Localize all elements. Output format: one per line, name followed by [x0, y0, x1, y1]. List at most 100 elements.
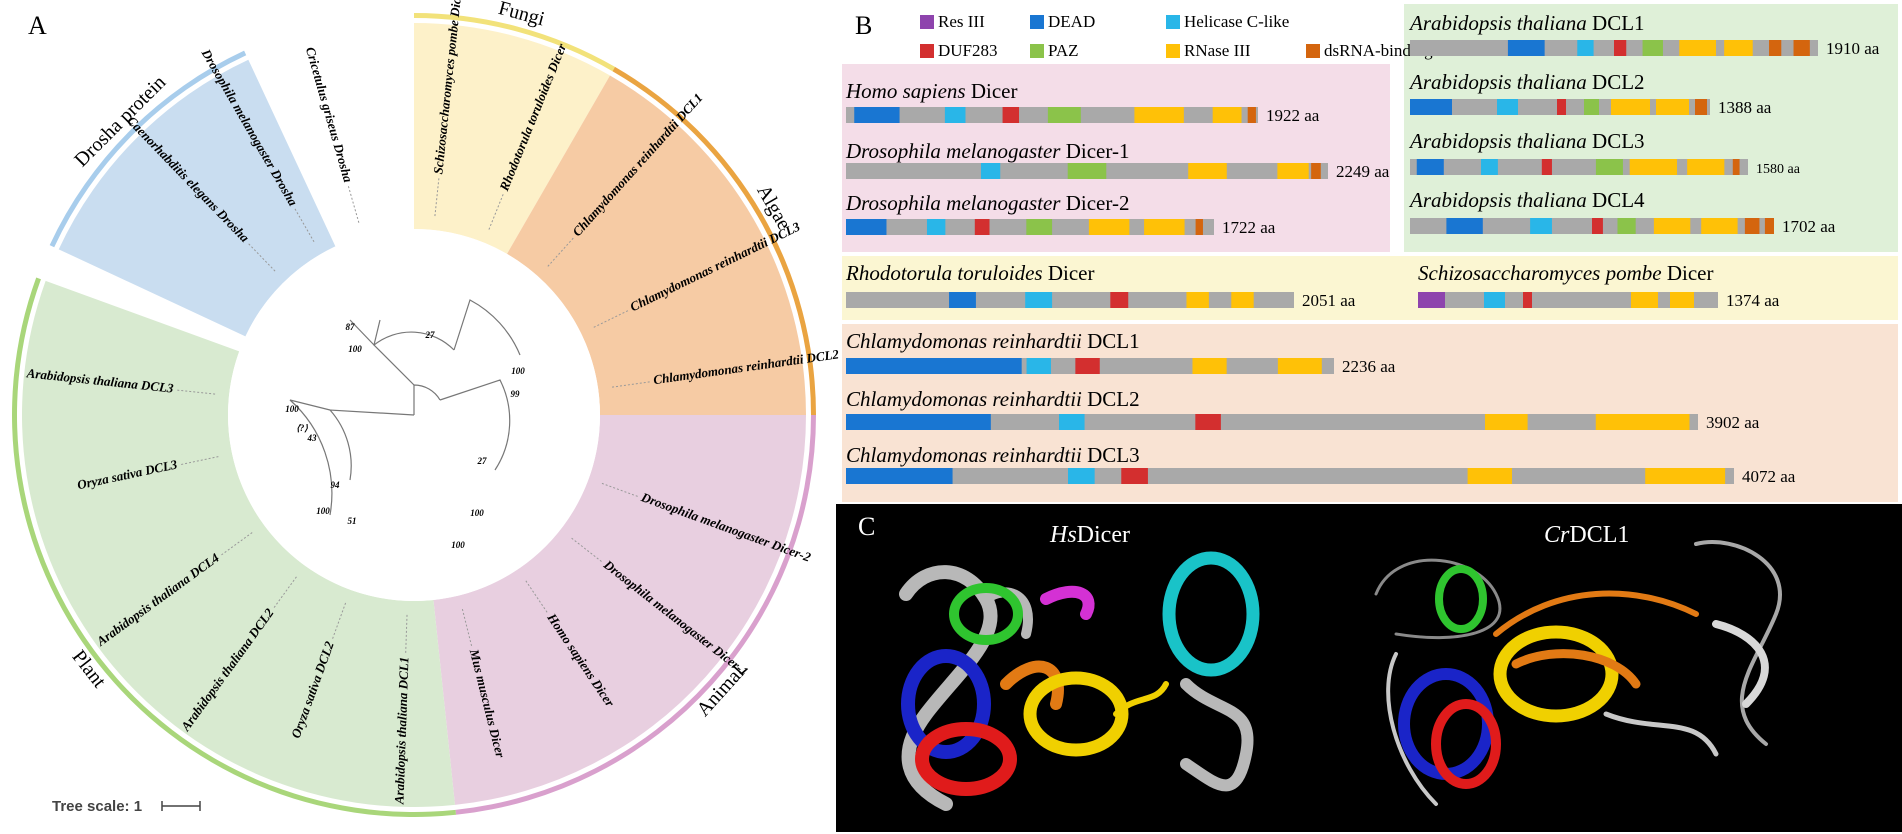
domain-dead	[846, 219, 887, 235]
domain-dead	[846, 358, 1022, 374]
crdcl1-suffix: DCL1	[1569, 522, 1630, 548]
crdcl1-title: CrDCL1	[1544, 522, 1629, 549]
panel-c-letter: C	[858, 512, 876, 541]
legend-label-paz: PAZ	[1048, 41, 1079, 60]
protein-backbone	[846, 468, 1734, 484]
domain-paz	[1584, 99, 1599, 115]
bootstrap-value: 100	[316, 506, 330, 516]
bootstrap-value: 100	[451, 540, 465, 550]
domain-paz	[1617, 218, 1636, 234]
domain-dsrna-binding	[1732, 159, 1740, 175]
bootstrap-value: 100	[511, 366, 525, 376]
domain-dsrna-binding	[1695, 99, 1707, 115]
clade-sector-fungi	[414, 23, 610, 254]
crdcl1-prefix: Cr	[1544, 522, 1570, 548]
protein-name: Homo sapiens Dicer	[845, 79, 1017, 103]
bootstrap-value: 99	[511, 389, 521, 399]
bootstrap-value: 27	[477, 456, 488, 466]
bootstrap-value: 43	[307, 433, 318, 443]
domain-rnase-iii	[1144, 219, 1185, 235]
protein-length: 2249 aa	[1336, 162, 1390, 181]
domain-helicase-c-like	[1059, 414, 1085, 430]
domain-helicase-c-like	[926, 219, 946, 235]
protein-length: 1922 aa	[1266, 106, 1320, 125]
bootstrap-value: 51	[348, 516, 357, 526]
protein-name: Arabidopsis thaliana DCL2	[1408, 70, 1645, 94]
tree-scale: Tree scale: 1	[52, 798, 201, 815]
domain-duf283	[1075, 358, 1100, 374]
domain-duf283	[974, 219, 990, 235]
domain-rnase-iii	[1701, 218, 1738, 234]
domain-rnase-iii	[1679, 40, 1716, 56]
legend-swatch-paz	[1030, 44, 1044, 58]
domain-rnase-iii	[1645, 468, 1726, 484]
domain-helicase-c-like	[1068, 468, 1095, 484]
domain-rnase-iii	[1595, 414, 1690, 430]
domain-dsrna-binding	[1195, 219, 1203, 235]
bootstrap-value: 100	[470, 508, 484, 518]
domain-rnase-iii	[1134, 107, 1184, 123]
structure-ribbons	[899, 540, 1782, 811]
protein-length: 1580 aa	[1756, 162, 1801, 177]
domain-paz	[1067, 163, 1107, 179]
legend-label-res-iii: Res III	[938, 12, 985, 31]
domain-paz	[1047, 107, 1081, 123]
domain-rnase-iii	[1670, 292, 1694, 308]
domain-paz	[1595, 159, 1623, 175]
domain-dead	[949, 292, 976, 308]
crdcl1-ribbon	[1374, 540, 1782, 806]
bootstrap-value: 100	[285, 404, 299, 414]
protein-row-arabidopsis-thaliana-dcl3: Arabidopsis thaliana DCL3 1580 aa	[1408, 129, 1801, 177]
protein-length: 1374 aa	[1726, 291, 1780, 310]
domain-rnase-iii	[1088, 219, 1130, 235]
legend-label-helicase-c-like: Helicase C-like	[1184, 12, 1289, 31]
domain-res-iii	[1418, 292, 1445, 308]
domain-helicase-c-like	[1530, 218, 1552, 234]
protein-length: 2051 aa	[1302, 291, 1356, 310]
legend-swatch-helicase-c-like	[1166, 15, 1180, 29]
legend-label-duf283: DUF283	[938, 41, 998, 60]
protein-length: 4072 aa	[1742, 467, 1796, 486]
protein-rows: Homo sapiens Dicer 1922 aa Drosophila mela…	[845, 11, 1880, 486]
domain-helicase-c-like	[1026, 358, 1051, 374]
clade-rings	[11, 13, 816, 818]
domain-duf283	[1121, 468, 1148, 484]
domain-duf283	[1002, 107, 1020, 123]
bootstrap-value: 100	[348, 344, 362, 354]
domain-duf283	[1541, 159, 1552, 175]
domain-helicase-c-like	[1577, 40, 1594, 56]
legend-swatch-dead	[1030, 15, 1044, 29]
clade-sectors	[21, 23, 806, 808]
protein-row-homo-sapiens-dicer: Homo sapiens Dicer 1922 aa	[845, 79, 1320, 125]
domain-helicase-c-like	[1497, 99, 1518, 115]
domain-rnase-iii	[1656, 99, 1689, 115]
domain-duf283	[1523, 292, 1532, 308]
legend-swatch-rnase-iii	[1166, 44, 1180, 58]
bootstrap-value: 27	[425, 330, 436, 340]
domain-rnase-iii	[1277, 358, 1322, 374]
domain-helicase-c-like	[980, 163, 1001, 179]
protein-length: 1388 aa	[1718, 98, 1772, 117]
domain-dead	[1446, 218, 1483, 234]
domain-duf283	[1110, 292, 1129, 308]
domain-paz	[1642, 40, 1663, 56]
domain-dead	[846, 468, 953, 484]
protein-name: Arabidopsis thaliana DCL3	[1408, 129, 1645, 153]
legend-label-dead: DEAD	[1048, 12, 1095, 31]
hsdicer-suffix: Dicer	[1076, 522, 1130, 548]
legend-label-dsrna-binding: dsRNA-binding	[1324, 41, 1433, 60]
legend-swatch-res-iii	[920, 15, 934, 29]
hsdicer-prefix: Hs	[1050, 522, 1077, 548]
domain-duf283	[1195, 414, 1221, 430]
domain-rnase-iii	[1188, 163, 1227, 179]
domain-dead	[1416, 159, 1444, 175]
domain-dead	[1410, 99, 1452, 115]
bootstrap-value: ⟨?⟩	[296, 423, 308, 433]
